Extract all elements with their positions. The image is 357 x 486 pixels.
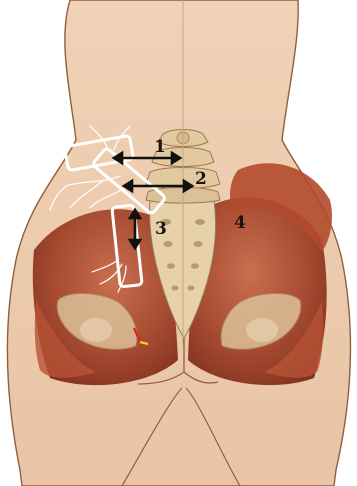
label-1: 1 xyxy=(154,137,166,157)
label-4: 4 xyxy=(234,213,246,233)
label-3: 3 xyxy=(155,219,167,239)
right-hip-joint xyxy=(246,318,278,342)
left-hip-joint xyxy=(80,318,112,342)
label-2: 2 xyxy=(195,169,207,189)
